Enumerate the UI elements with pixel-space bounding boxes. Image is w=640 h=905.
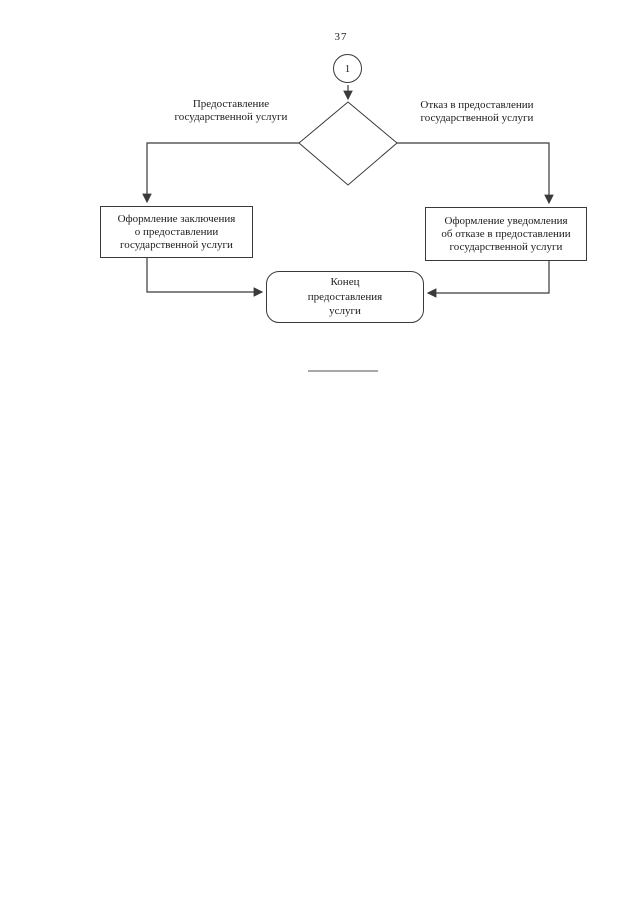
footnote-separator-line <box>308 370 378 372</box>
terminator-box-end-line1: Конец <box>330 276 360 289</box>
terminator-box-end-line2: предоставления <box>307 290 383 303</box>
process-box-left-line1: Оформление заключения <box>117 212 236 225</box>
process-box-left: Оформление заключения о предоставлении г… <box>100 206 253 258</box>
process-box-right-line2: об отказе в предоставлении <box>441 227 571 240</box>
process-box-right-line1: Оформление уведомления <box>444 214 568 227</box>
branch-label-left-line1: Предоставление <box>192 98 270 110</box>
connector-decision-to-left-process <box>142 142 299 204</box>
terminator-box-end: Конец предоставления услуги <box>266 271 424 323</box>
process-box-left-line2: о предоставлении <box>134 225 219 238</box>
branch-label-right-line1: Отказ в предоставлении <box>420 99 534 111</box>
terminator-box-end-line3: услуги <box>329 305 361 318</box>
process-box-right: Оформление уведомления об отказе в предо… <box>425 207 587 261</box>
branch-label-left: Предоставление государственной услуги <box>166 98 296 123</box>
connector-right-process-to-end <box>426 261 550 298</box>
off-page-connector-node: 1 <box>333 54 362 83</box>
branch-label-right-line2: государственной услуги <box>420 111 534 124</box>
page-number: 37 <box>334 31 348 43</box>
process-box-right-line3: государственной услуги <box>449 240 563 253</box>
decision-diamond <box>298 101 398 186</box>
off-page-connector-label: 1 <box>344 62 351 75</box>
branch-label-right: Отказ в предоставлении государственной у… <box>412 99 542 124</box>
branch-label-left-line2: государственной услуги <box>174 110 288 123</box>
connector-left-process-to-end <box>146 258 264 297</box>
connector-decision-to-right-process <box>397 142 554 205</box>
process-box-left-line3: государственной услуги <box>120 238 233 251</box>
